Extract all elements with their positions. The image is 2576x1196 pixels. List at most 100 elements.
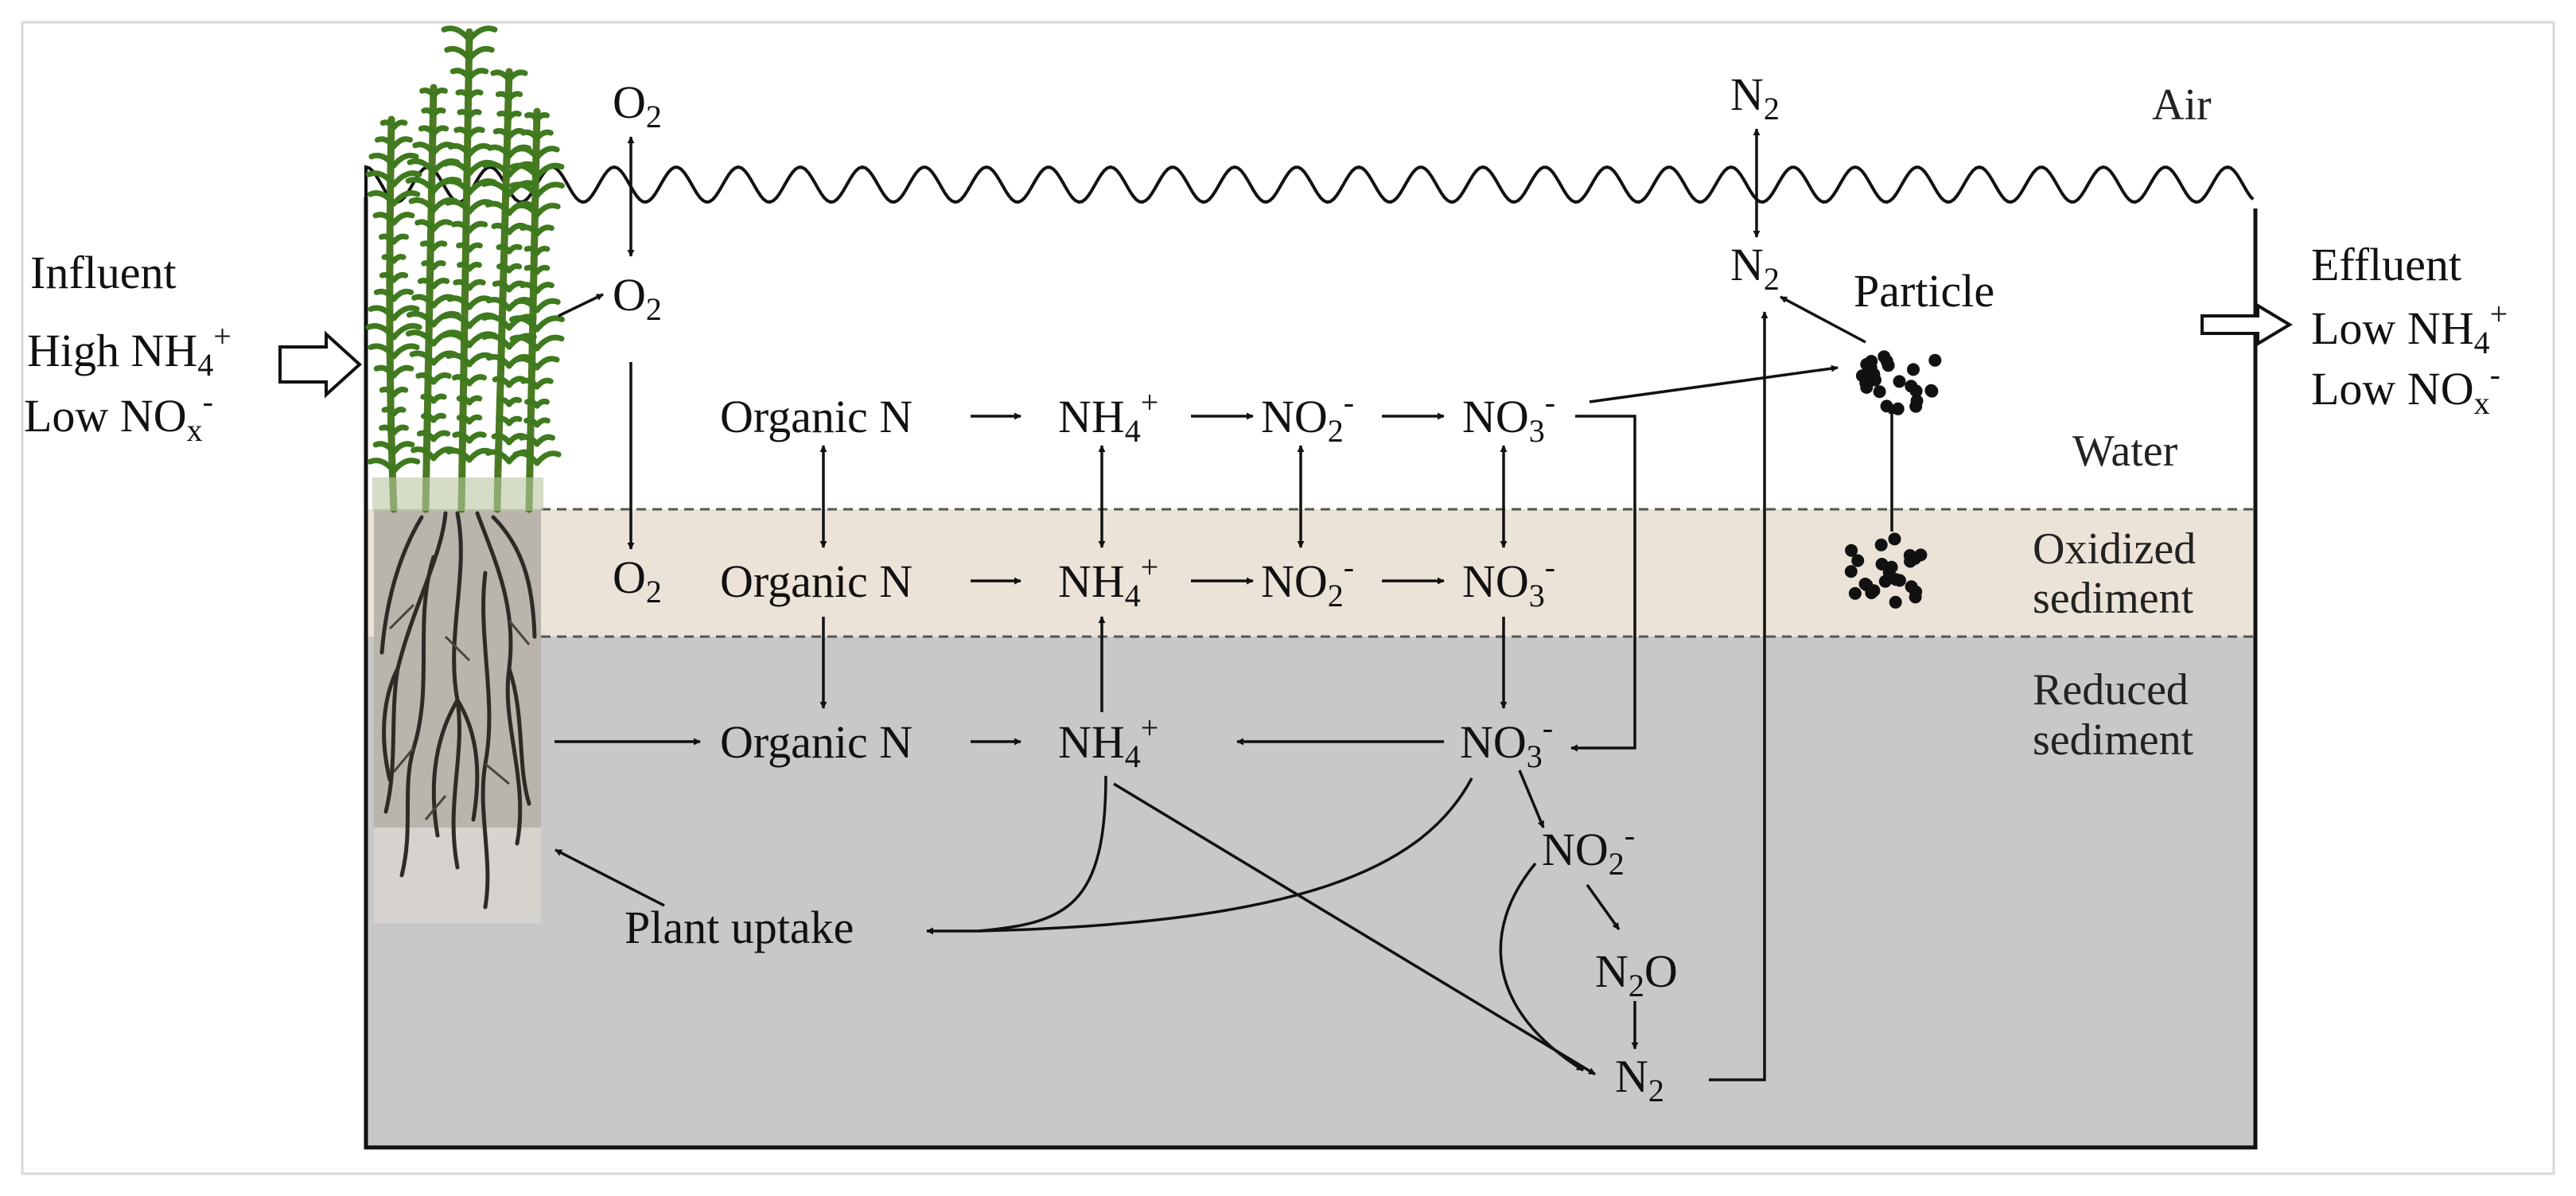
o2-water: O2 bbox=[613, 269, 662, 327]
plant-leaf bbox=[391, 305, 420, 321]
layer-label-oxidized-1: Oxidized bbox=[2033, 524, 2196, 574]
plant-leaf bbox=[534, 315, 565, 333]
plant-leaf bbox=[368, 343, 397, 360]
plant-leaf bbox=[405, 329, 437, 347]
oxidized-sediment-layer bbox=[366, 509, 2255, 637]
plant-leaf bbox=[534, 398, 550, 409]
plant-leaf bbox=[534, 162, 565, 180]
plant-leaf bbox=[509, 162, 540, 180]
plant-leaf bbox=[534, 377, 554, 390]
plant-leaf bbox=[391, 343, 420, 360]
particle-dot bbox=[1873, 385, 1886, 399]
outer-frame bbox=[21, 21, 2555, 1175]
plant-leaf bbox=[481, 180, 512, 197]
plant-leaf bbox=[509, 334, 540, 352]
plant-leaf bbox=[391, 152, 419, 169]
plant-leaf bbox=[506, 396, 523, 407]
plant-leaf bbox=[442, 312, 473, 329]
effluent-arrow bbox=[2200, 302, 2293, 347]
plant-leaf bbox=[391, 386, 409, 398]
water-surface-wave bbox=[364, 165, 2255, 204]
plant-leaf bbox=[406, 310, 437, 328]
plant-leaf bbox=[466, 68, 489, 81]
particle-dot bbox=[1864, 361, 1878, 375]
plant-leaf bbox=[534, 181, 565, 199]
influent-nox: Low NOx- bbox=[24, 384, 213, 448]
plant-leaf bbox=[534, 224, 555, 237]
plant-leaf bbox=[466, 220, 488, 234]
plant-leaf bbox=[405, 177, 437, 194]
plant-leaf bbox=[391, 288, 414, 302]
plant-leaf bbox=[534, 450, 562, 466]
plant-leaf bbox=[391, 190, 421, 207]
plant-leaf bbox=[506, 69, 528, 83]
n2-sediment: N2 bbox=[1615, 1050, 1664, 1108]
particle-dot bbox=[1867, 371, 1881, 384]
effluent-nh4: Low NH4+ bbox=[2311, 296, 2508, 360]
plant-leaf bbox=[534, 264, 551, 275]
particle-dot bbox=[1860, 380, 1874, 394]
particle-dot bbox=[1893, 375, 1906, 388]
plant-leaf bbox=[391, 458, 421, 474]
plant-leaf bbox=[391, 364, 414, 379]
nh4-reduced: NH4+ bbox=[1058, 710, 1158, 774]
process-arrows bbox=[555, 128, 1896, 1081]
plant-leaf bbox=[391, 170, 422, 188]
plant-leaf bbox=[506, 127, 526, 140]
plant-leaf bbox=[391, 323, 422, 341]
plant-leaf bbox=[441, 25, 473, 43]
plant-leaf bbox=[534, 417, 551, 428]
o2-air: O2 bbox=[613, 76, 662, 134]
influent-arrow bbox=[278, 330, 362, 399]
plant-leaf bbox=[430, 260, 446, 271]
particle-dot bbox=[1851, 554, 1865, 567]
plant-leaf bbox=[442, 331, 473, 349]
plant-leaf bbox=[368, 305, 397, 321]
particle-dot bbox=[1909, 384, 1923, 398]
layer-label-reduced-2: sediment bbox=[2033, 715, 2194, 765]
no3-oxidized: NO3- bbox=[1462, 549, 1555, 614]
plant-leaf bbox=[506, 91, 523, 102]
plant-leaf bbox=[391, 254, 407, 264]
plant-leaf bbox=[506, 111, 522, 121]
plant-leaf bbox=[466, 414, 483, 425]
plant-leaf bbox=[430, 393, 447, 404]
plant-leaf bbox=[430, 88, 448, 99]
particle-dot bbox=[1928, 353, 1942, 367]
plant-leaf bbox=[506, 415, 523, 427]
particle-dot bbox=[1888, 532, 1901, 546]
particle-dot bbox=[1885, 560, 1898, 574]
particle-dot bbox=[1874, 538, 1888, 551]
plant-uptake-label: Plant uptake bbox=[625, 902, 854, 953]
plant-leaf bbox=[367, 190, 397, 207]
particle-dot bbox=[1910, 394, 1924, 407]
n2-air: N2 bbox=[1730, 68, 1780, 127]
plant-leaf bbox=[481, 161, 512, 178]
plant-leaf bbox=[466, 25, 498, 43]
no2-oxidized: NO2- bbox=[1261, 549, 1354, 614]
plant-leaf bbox=[466, 374, 487, 387]
particle-dot bbox=[1848, 586, 1862, 600]
plant-leaf bbox=[367, 458, 397, 474]
plant-leaf bbox=[391, 441, 415, 455]
particle-dot bbox=[1925, 384, 1939, 398]
plant-leaf bbox=[481, 333, 512, 350]
plant-leaf bbox=[430, 125, 449, 137]
n2o-reduced: N2O bbox=[1595, 945, 1678, 1003]
particle-dot bbox=[1907, 363, 1920, 376]
n2-water: N2 bbox=[1730, 239, 1780, 297]
plant-leaf bbox=[391, 424, 409, 436]
particle-dot bbox=[1844, 565, 1858, 579]
plant-leaf bbox=[466, 89, 484, 100]
plant-leaf bbox=[365, 323, 397, 341]
organic-n-reduced: Organic N bbox=[720, 716, 912, 768]
no2-reduced: NO2- bbox=[1542, 817, 1635, 882]
plant-leaf bbox=[466, 431, 487, 444]
layer-label-water: Water bbox=[2072, 427, 2178, 476]
no3-water: NO3- bbox=[1462, 384, 1555, 449]
particle-label: Particle bbox=[1854, 265, 1994, 317]
no3-reduced: NO3- bbox=[1460, 710, 1553, 774]
plant-leaf bbox=[430, 372, 452, 385]
plant-leaf bbox=[534, 356, 560, 371]
